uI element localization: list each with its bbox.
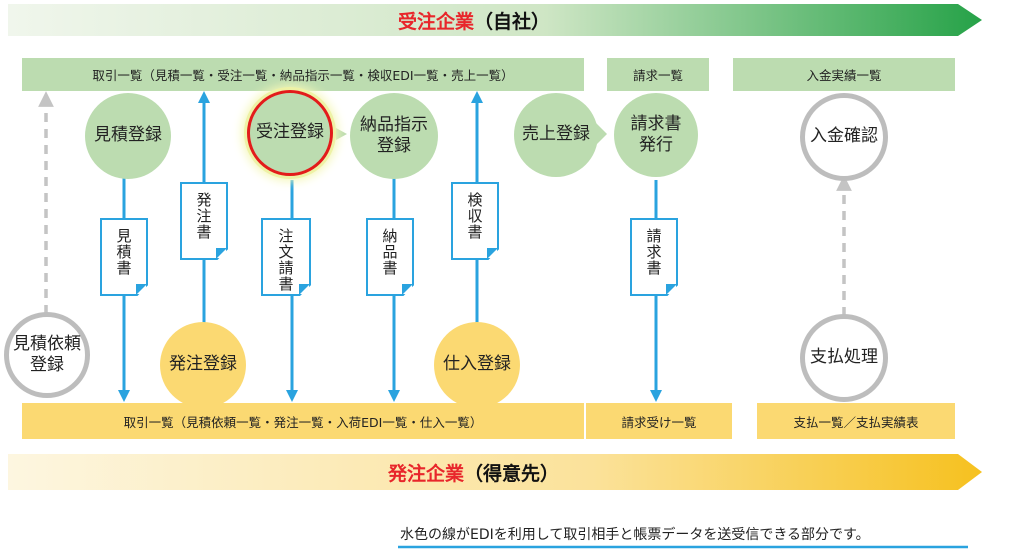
invoice-document-icon: 請求書 xyxy=(630,218,678,296)
top-banner-paren: （自社） xyxy=(474,11,551,33)
top-banner-title: 受注企業（自社） xyxy=(398,7,550,34)
quote-registration-label: 見積登録 xyxy=(94,125,162,146)
payment-confirmation-label: 入金確認 xyxy=(810,126,878,147)
acceptance-document-icon: 検収書 xyxy=(451,182,499,260)
quote-document-icon: 見積書 xyxy=(100,218,148,296)
top-transactions-bar[interactable]: 取引一覧（見積一覧・受注一覧・納品指示一覧・検収EDI一覧・売上一覧） xyxy=(22,58,584,91)
bottom-invoice-received-bar[interactable]: 請求受け一覧 xyxy=(586,403,732,439)
purchase-registration-label: 仕入登録 xyxy=(443,354,511,375)
quote-request-node[interactable]: 見積依頼 登録 xyxy=(4,312,90,398)
payment-processing-label: 支払処理 xyxy=(810,347,878,368)
order-registration-label: 受注登録 xyxy=(256,122,324,143)
payment-confirmation-node[interactable]: 入金確認 xyxy=(800,93,888,181)
edi-note: 水色の線がEDIを利用して取引相手と帳票データを送受信できる部分です。 xyxy=(400,527,870,543)
purchase-order-registration-label: 発注登録 xyxy=(169,354,237,375)
delivery-instruction-label-1: 納品指示 xyxy=(360,114,428,135)
quote-request-label-2: 登録 xyxy=(30,355,64,375)
delivery-note-document-label: 納品書 xyxy=(380,228,399,276)
invoice-document-label: 請求書 xyxy=(644,228,663,276)
invoice-issue-label-2: 発行 xyxy=(639,135,673,155)
invoice-issue-node[interactable]: 請求書 発行 xyxy=(614,93,698,177)
order-form-document-icon: 注文請書 xyxy=(261,218,311,296)
top-banner-company: 受注企業 xyxy=(398,11,475,33)
bottom-banner-arrow xyxy=(8,454,982,490)
top-receipt-list-bar[interactable]: 入金実績一覧 xyxy=(733,58,955,91)
order-form-document-label: 注文請書 xyxy=(276,228,295,292)
purchase-order-document-icon: 発注書 xyxy=(180,182,228,260)
quote-document-label: 見積書 xyxy=(114,228,133,276)
top-banner-arrow xyxy=(8,4,982,36)
acceptance-document-label: 検収書 xyxy=(465,192,484,240)
delivery-instruction-node[interactable]: 納品指示 登録 xyxy=(350,93,438,179)
order-registration-node[interactable]: 受注登録 xyxy=(247,90,333,176)
purchase-order-document-label: 発注書 xyxy=(194,192,213,240)
payment-processing-node[interactable]: 支払処理 xyxy=(800,314,888,402)
invoice-issue-label-1: 請求書 xyxy=(630,113,682,134)
delivery-instruction-label-2: 登録 xyxy=(377,136,411,156)
bottom-banner-title: 発注企業（得意先） xyxy=(388,459,559,486)
bottom-banner-paren: （得意先） xyxy=(464,463,560,485)
flow-arrow-order-to-delivery xyxy=(336,128,347,140)
purchase-order-registration-node[interactable]: 発注登録 xyxy=(160,322,246,408)
quote-registration-node[interactable]: 見積登録 xyxy=(85,93,171,179)
delivery-note-document-icon: 納品書 xyxy=(366,218,414,296)
sales-registration-label: 売上登録 xyxy=(522,124,590,145)
purchase-registration-node[interactable]: 仕入登録 xyxy=(434,322,520,408)
bottom-banner-company: 発注企業 xyxy=(388,463,465,485)
quote-request-label-1: 見積依頼 xyxy=(13,333,81,354)
bottom-transactions-bar[interactable]: 取引一覧（見積依頼一覧・発注一覧・入荷EDI一覧・仕入一覧） xyxy=(22,403,584,439)
bottom-payment-list-bar[interactable]: 支払一覧／支払実績表 xyxy=(757,403,955,439)
sales-registration-node[interactable]: 売上登録 xyxy=(514,93,598,177)
top-invoice-list-bar[interactable]: 請求一覧 xyxy=(607,58,709,91)
